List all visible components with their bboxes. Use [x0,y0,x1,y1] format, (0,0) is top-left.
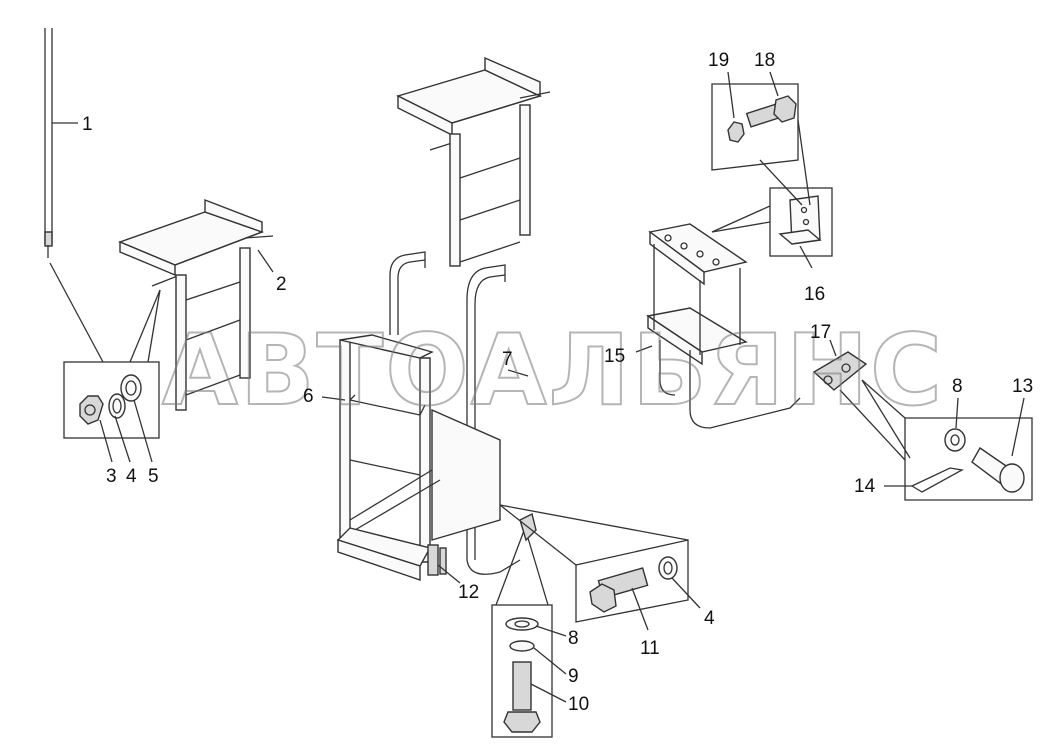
callout-7: 7 [502,349,513,370]
leader-8b [535,625,567,637]
callout-5: 5 [148,466,159,487]
leader-5 [133,399,153,463]
leader-9 [533,647,567,675]
callout-4b: 4 [704,608,715,629]
leader-13 [1011,397,1025,457]
callout-19: 19 [708,50,729,71]
leader-6 [321,396,346,401]
leader-12 [437,564,461,584]
bolt-detail-box-top-right [711,83,811,206]
leader-10 [530,683,567,703]
leader-4a [114,415,131,463]
leader-7 [507,369,529,377]
watermark-text: АВТОАЛЬЯНС [162,314,944,428]
callout-15: 15 [604,346,625,367]
bracket-detail-box-16 [711,187,833,257]
callout-16: 16 [804,284,825,305]
leader-19 [727,71,735,119]
bolt-detail-box-right [499,504,689,623]
leader-18 [769,71,779,97]
leader-3 [99,419,113,463]
step-ladder-top [396,56,551,267]
fastener-detail-box-left [49,262,161,439]
leader-4b [671,577,701,609]
callout-10: 10 [568,694,589,715]
bolt-detail-box-bottom [491,512,553,738]
leader-16 [799,245,813,269]
leader-11 [631,587,649,631]
callout-6: 6 [303,386,314,407]
callout-8b: 8 [568,628,579,649]
callout-13: 13 [1012,376,1033,397]
callout-12: 12 [458,582,479,603]
step-assembly-centre [336,251,521,581]
step-bracket-right [646,223,801,429]
leader-2 [257,249,274,273]
callout-8a: 8 [952,376,963,397]
callout-2: 2 [276,274,287,295]
step-ladder-left [118,198,274,411]
callout-3: 3 [106,466,117,487]
leader-8a [955,397,959,429]
rod-part-1 [44,28,53,258]
callout-11: 11 [640,638,660,659]
callout-4a: 4 [126,466,137,487]
callout-9: 9 [568,666,579,687]
leader-17 [829,339,837,357]
pin-detail-box [839,379,1033,501]
clamp-part-17 [812,351,868,391]
callout-14: 14 [854,476,876,497]
callout-1: 1 [82,114,93,135]
callout-17: 17 [810,322,831,343]
callout-18: 18 [754,50,775,71]
leader-15 [635,345,653,353]
